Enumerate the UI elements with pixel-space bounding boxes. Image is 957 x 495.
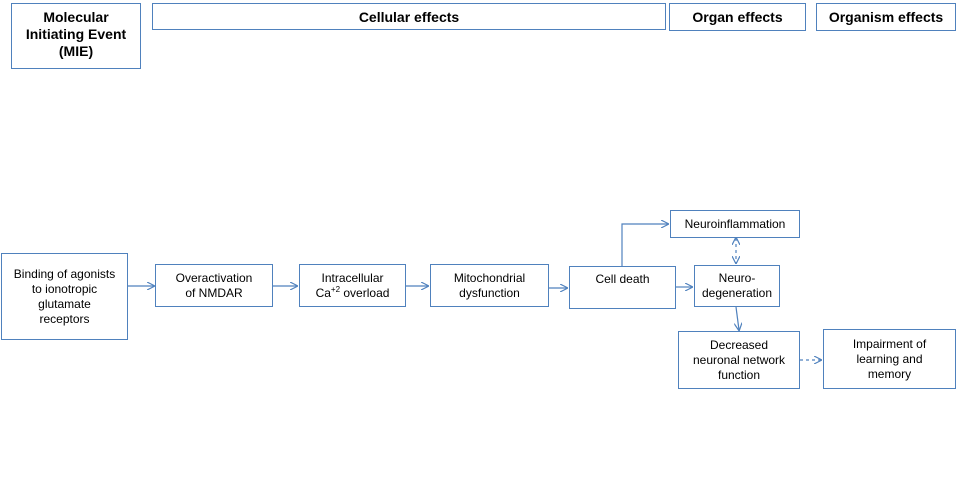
calcium-superscript: +2 bbox=[330, 284, 341, 294]
node-impairment-learning-memory: Impairment of learning and memory bbox=[823, 329, 956, 389]
calcium-text-pre: Intracellular Ca bbox=[315, 270, 384, 300]
node-intracellular-calcium-label: Intracellular Ca+2 overload bbox=[316, 271, 390, 301]
node-neuroinflammation: Neuroinflammation bbox=[670, 210, 800, 238]
node-mitochondrial-dysfunction: Mitochondrial dysfunction bbox=[430, 264, 549, 307]
node-neurodegeneration: Neuro- degeneration bbox=[694, 265, 780, 307]
cellular-effects-header: Cellular effects bbox=[152, 3, 666, 30]
node-binding-agonists-label: Binding of agonists to ionotropic glutam… bbox=[13, 266, 116, 326]
node-overactivation-nmdar: Overactivation of NMDAR bbox=[155, 264, 273, 307]
mie-header: Molecular Initiating Event (MIE) bbox=[11, 3, 141, 69]
organism-effects-header: Organism effects bbox=[816, 3, 956, 31]
node-decreased-network-function-label: Decreased neuronal network function bbox=[692, 337, 786, 382]
node-impairment-learning-memory-label: Impairment of learning and memory bbox=[852, 336, 927, 381]
node-neuroinflammation-label: Neuroinflammation bbox=[684, 216, 786, 231]
organ-effects-header: Organ effects bbox=[669, 3, 806, 31]
node-neurodegeneration-label: Neuro- degeneration bbox=[701, 271, 773, 300]
calcium-text-post: overload bbox=[340, 285, 390, 300]
node-binding-agonists: Binding of agonists to ionotropic glutam… bbox=[1, 253, 128, 340]
arrow-celldeath-to-neuroinflammation bbox=[621, 224, 668, 266]
node-mitochondrial-dysfunction-label: Mitochondrial dysfunction bbox=[453, 270, 526, 300]
node-overactivation-nmdar-label: Overactivation of NMDAR bbox=[175, 270, 253, 300]
arrow-neurodegeneration-to-decreased bbox=[736, 306, 739, 330]
node-decreased-network-function: Decreased neuronal network function bbox=[678, 331, 800, 389]
node-cell-death-label: Cell death bbox=[595, 272, 650, 286]
node-cell-death: Cell death bbox=[569, 266, 676, 309]
node-intracellular-calcium: Intracellular Ca+2 overload bbox=[299, 264, 406, 307]
